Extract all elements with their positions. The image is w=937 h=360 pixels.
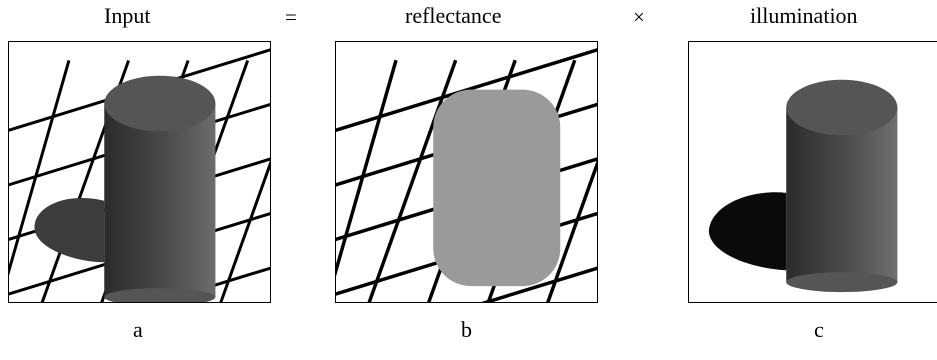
equals-symbol: =: [285, 5, 297, 29]
illumination-cylinder-top: [786, 79, 898, 136]
times-symbol: ×: [633, 5, 645, 29]
input-label: Input: [104, 3, 151, 28]
reflectance-image: [336, 48, 597, 302]
reflectance-label: reflectance: [405, 3, 502, 28]
input-shadow: [34, 197, 105, 263]
illumination-cylinder-bottom: [786, 272, 898, 293]
input-image-panel: [8, 41, 271, 303]
input-image: [9, 48, 270, 302]
reflectance-cylinder: [433, 89, 561, 287]
reflectance-image-panel: [335, 41, 598, 303]
caption-a: a: [133, 317, 143, 342]
illumination-image: [708, 79, 898, 293]
illumination-label: illumination: [750, 3, 858, 28]
illumination-image-panel: [688, 41, 937, 303]
illumination-cylinder-body: [786, 107, 898, 283]
input-cylinder-body: [104, 103, 216, 298]
caption-c: c: [814, 317, 824, 342]
caption-b: b: [461, 317, 472, 342]
illumination-shadow: [708, 192, 787, 271]
input-cylinder-bottom: [104, 288, 216, 302]
input-cylinder-top: [104, 75, 216, 132]
